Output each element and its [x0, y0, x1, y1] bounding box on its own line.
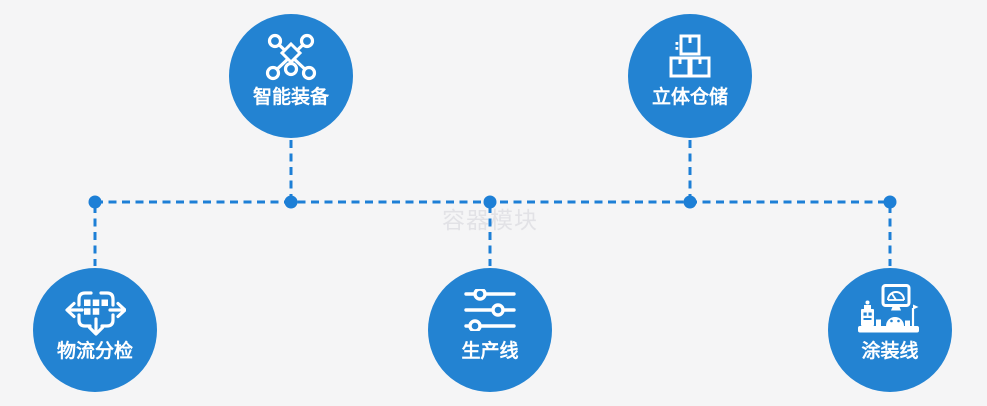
- node-coating-line: 涂装线: [828, 268, 952, 392]
- coating-machine-icon: [828, 282, 952, 338]
- junction-dot: [683, 195, 697, 209]
- node-label: 物流分检: [56, 341, 133, 362]
- node-label: 立体仓储: [651, 87, 728, 108]
- junction-dot: [88, 195, 102, 209]
- sliders-icon: [428, 282, 552, 338]
- node-label: 涂装线: [861, 341, 919, 362]
- network-nodes-icon: [229, 28, 353, 84]
- stacked-boxes-icon: [628, 28, 752, 84]
- node-warehouse: 立体仓储: [628, 14, 752, 138]
- node-logistics-sorting: 物流分检: [33, 268, 157, 392]
- junction-dot: [284, 195, 298, 209]
- node-smart-equipment: 智能装备: [229, 14, 353, 138]
- junction-dot: [483, 195, 497, 209]
- node-label: 智能装备: [252, 87, 329, 108]
- node-production-line: 生产线: [428, 268, 552, 392]
- junction-dot: [883, 195, 897, 209]
- node-label: 生产线: [461, 341, 519, 362]
- sort-dispatch-arrows-icon: [33, 282, 157, 338]
